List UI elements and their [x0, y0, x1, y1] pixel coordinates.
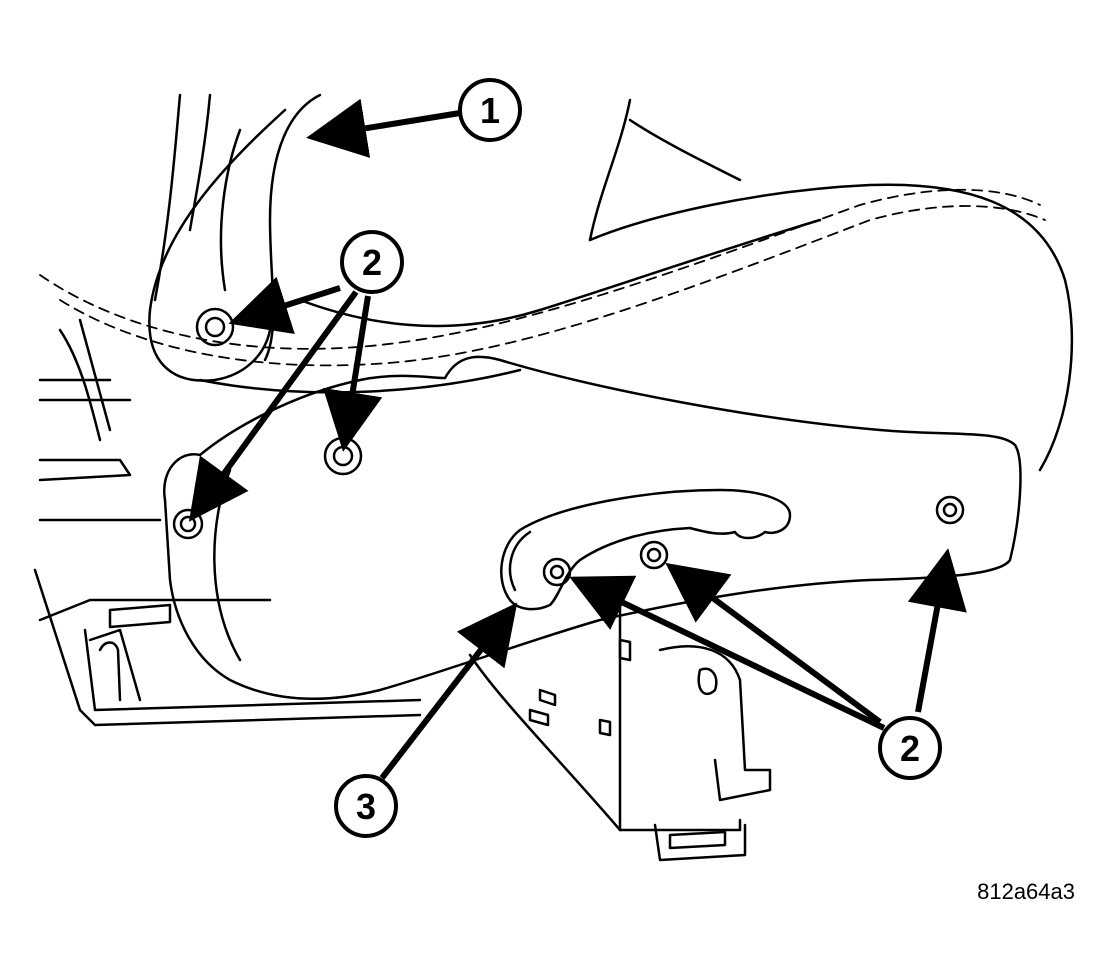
callout-2-upper: 2 [340, 230, 404, 294]
callout-2-lower: 2 [878, 716, 942, 780]
seat-line-art [33, 93, 1074, 862]
callout-2-lower-label: 2 [900, 728, 920, 769]
screw-head-shield-left [172, 508, 204, 540]
leader-arrows [188, 98, 967, 780]
figure-code: 812a64a3 [977, 879, 1075, 904]
screw-head-shield-rear [935, 495, 965, 525]
screw-head-lever-right [639, 540, 669, 570]
callout-3-label: 3 [356, 786, 376, 827]
callout-1: 1 [458, 78, 522, 142]
callout-2-upper-label: 2 [362, 242, 382, 283]
screw-head-lever-left [542, 557, 572, 587]
screw-head-shield-top [323, 436, 363, 476]
callout-3: 3 [334, 774, 398, 838]
callout-1-label: 1 [480, 90, 500, 131]
screw-head-upper-arm [195, 307, 235, 347]
